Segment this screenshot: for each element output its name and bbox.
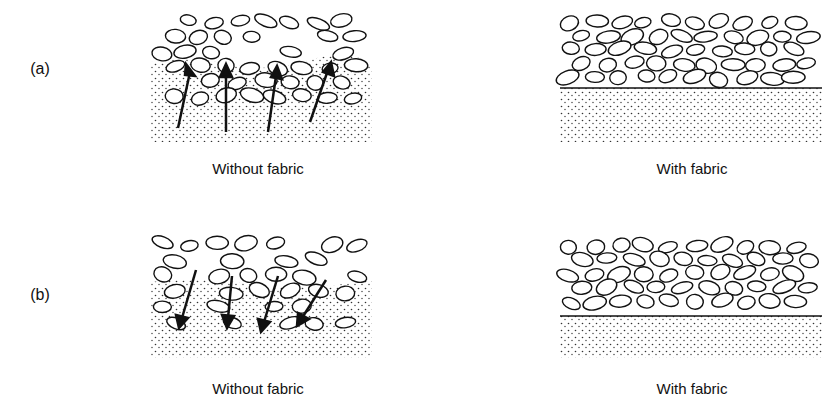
panel-caption: With fabric: [657, 160, 728, 177]
panel-caption: Without fabric: [212, 380, 304, 397]
panel-caption: Without fabric: [212, 160, 304, 177]
panel-caption: With fabric: [657, 380, 728, 397]
aggregate-stones: [150, 11, 821, 332]
panel-letter: (b): [30, 286, 50, 304]
geotextile-fabric: [560, 88, 822, 316]
soil-subgrade: [150, 55, 822, 358]
panel-letter: (a): [30, 60, 50, 78]
movement-arrows: [176, 62, 334, 332]
